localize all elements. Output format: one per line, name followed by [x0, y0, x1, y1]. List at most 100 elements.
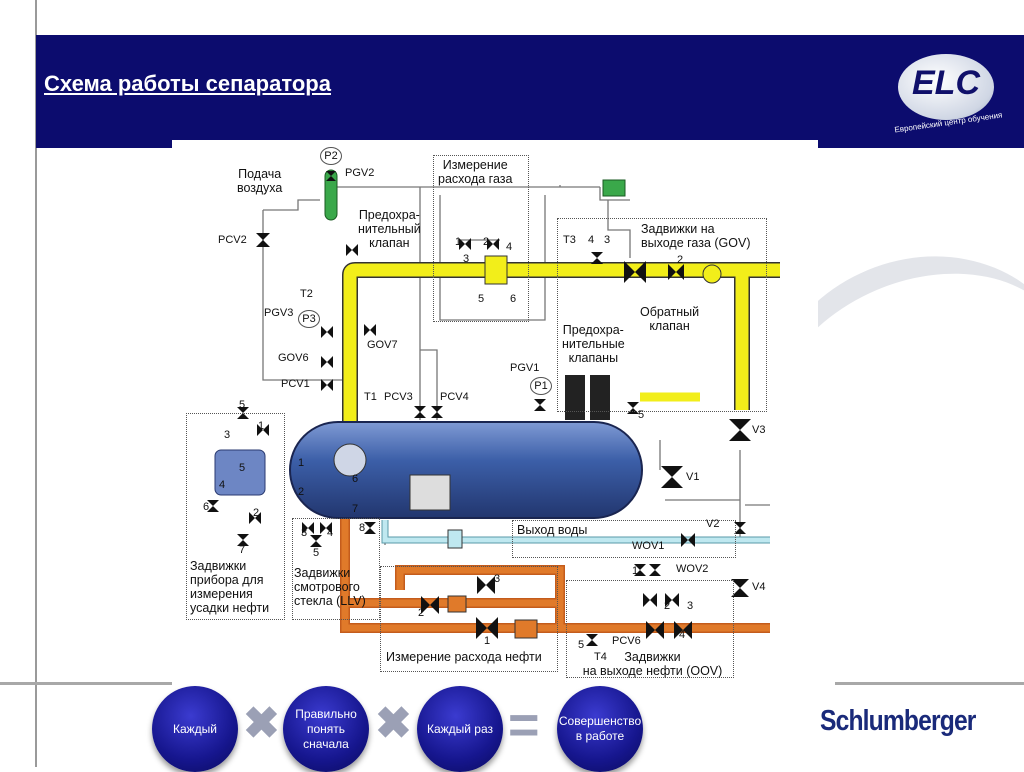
valve-icon	[421, 596, 439, 614]
valve-icon	[256, 233, 270, 247]
gas-outlet-box	[557, 218, 767, 412]
multiply-icon: ✖	[375, 699, 412, 748]
valve-number: 5	[239, 462, 246, 474]
oil-meter-1	[514, 619, 538, 639]
valve-icon	[320, 522, 332, 534]
valve-icon	[477, 576, 495, 594]
water-meter	[447, 529, 463, 549]
horizontal-rule-right	[835, 682, 1024, 685]
horizontal-rule-left	[0, 682, 175, 685]
valve-icon	[476, 617, 498, 639]
oil-outlet-valves-label: Задвижки на выходе нефти (OOV)	[582, 650, 723, 678]
valve-number: 2	[677, 254, 684, 266]
valve-icon	[487, 238, 499, 250]
valve-number: 3	[687, 600, 694, 612]
valve-number: 2	[418, 607, 425, 619]
gas-metering-box	[433, 155, 529, 322]
manway	[333, 443, 367, 477]
tag-label: PCV1	[281, 378, 310, 390]
valve-icon	[207, 500, 219, 512]
air-filter	[324, 169, 338, 221]
relief-valve-label: Предохра- нительный клапан	[358, 208, 421, 250]
schlumberger-logo: Schlumberger	[820, 705, 976, 737]
valve-icon	[459, 238, 471, 250]
valve-number: 4	[327, 527, 334, 539]
valve-number: 7	[239, 544, 246, 556]
valve-number: 8	[359, 522, 366, 534]
valve-icon	[249, 512, 261, 524]
valve-number: 2	[483, 236, 490, 248]
valve-icon	[649, 564, 661, 576]
valve-number: 2	[664, 600, 671, 612]
valve-icon	[431, 406, 443, 418]
gas-transmitter	[602, 179, 626, 197]
relief-valve-2	[590, 375, 610, 420]
gauge-p1: P1	[530, 377, 552, 395]
tag-label: T4	[594, 651, 607, 663]
equals-icon: =	[508, 695, 540, 755]
valve-icon	[534, 399, 546, 411]
valve-icon	[586, 634, 598, 646]
valve-icon	[364, 522, 376, 534]
air-supply-label: Подача воздуха	[237, 167, 283, 195]
footer-circle-each: Каждый	[152, 686, 238, 772]
valve-icon	[237, 534, 249, 546]
valve-icon	[302, 522, 314, 534]
tag-label: PCV2	[218, 234, 247, 246]
valve-icon	[661, 466, 683, 488]
tag-label: PGV3	[264, 307, 294, 319]
tag-label: WOV1	[632, 540, 665, 552]
valves	[207, 171, 751, 646]
tag-label: T3	[563, 234, 576, 246]
valve-icon	[731, 579, 749, 597]
footer-circle-understand: Правильно понять сначала	[283, 686, 369, 772]
valve-icon	[326, 171, 336, 181]
tag-label: V2	[706, 518, 720, 530]
tag-label: V1	[686, 471, 700, 483]
oil-meter-2	[447, 595, 467, 613]
valve-icon	[674, 621, 692, 639]
valve-number: 7	[352, 503, 359, 515]
valve-number: 3	[494, 573, 501, 585]
valve-icon	[591, 252, 603, 264]
valve-icon	[257, 424, 269, 436]
logo-text: ELC	[912, 64, 980, 102]
gas-metering-label: Измерение расхода газа	[438, 158, 513, 186]
valve-icon	[643, 593, 657, 607]
level-controller	[409, 474, 451, 511]
gas-outlet-valves-label: Задвижки на выходе газа (GOV)	[641, 222, 751, 250]
tag-label: PCV3	[384, 391, 413, 403]
valve-number: 1	[455, 236, 462, 248]
valve-icon	[346, 244, 358, 256]
oil-metering-box	[380, 566, 558, 672]
relief-valves-label: Предохра- нительные клапаны	[562, 323, 625, 365]
valve-number: 6	[203, 501, 210, 513]
valve-number: 5	[239, 399, 246, 411]
valve-number: 6	[352, 473, 359, 485]
valve-icon	[681, 533, 695, 547]
water-outlet-box	[512, 520, 736, 558]
tag-label: T2	[300, 288, 313, 300]
slide-header: Схема работы сепаратора	[36, 35, 1024, 148]
tag-label: PGV2	[345, 167, 375, 179]
tag-label: PGV1	[510, 362, 540, 374]
elc-logo: ELC	[898, 54, 994, 120]
vertical-rule	[35, 0, 37, 767]
gauge-p2: P2	[320, 147, 342, 165]
shrink-valves-label: Задвижки прибора для измерения усадки не…	[190, 559, 270, 615]
valve-icon	[310, 535, 322, 547]
gas-pipe	[342, 262, 780, 422]
tag-label: V4	[752, 581, 766, 593]
gauge-p3: P3	[298, 310, 320, 328]
valve-number: 1	[298, 457, 305, 469]
sight-glass-label: Задвижки смотрового стекла (LLV)	[294, 566, 366, 608]
valve-number: 3	[463, 253, 470, 265]
multiply-icon: ✖	[243, 699, 280, 748]
tag-label: GOV7	[367, 339, 398, 351]
tag-label: V3	[752, 424, 766, 436]
valve-icon	[734, 522, 746, 534]
valve-icon	[646, 621, 664, 639]
valve-icon	[321, 326, 333, 338]
valve-number: 5	[578, 639, 585, 651]
